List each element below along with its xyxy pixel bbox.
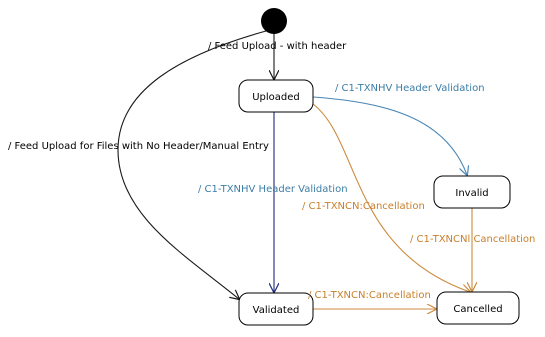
- label-header-validation-to-invalid: / C1-TXNHV Header Validation: [335, 83, 485, 94]
- label-cancellation-from-invalid: / C1-TXNCNl Cancellation: [410, 234, 535, 245]
- label-feed-upload-no-header: / Feed Upload for Files with No Header/M…: [8, 141, 269, 152]
- state-cancelled-label: Cancelled: [453, 304, 502, 315]
- label-feed-upload-with-header: / Feed Upload - with header: [208, 41, 347, 52]
- state-invalid[interactable]: Invalid: [433, 175, 511, 209]
- initial-state-dot: [261, 8, 287, 34]
- state-invalid-label: Invalid: [455, 188, 488, 199]
- edge-uploaded-to-invalid: [312, 96, 467, 175]
- edge-initial-to-validated: [117, 30, 267, 299]
- state-validated[interactable]: Validated: [238, 292, 314, 326]
- label-cancellation-from-uploaded: / C1-TXNCN:Cancellation: [302, 201, 425, 212]
- state-cancelled[interactable]: Cancelled: [436, 291, 520, 325]
- label-cancellation-from-validated: / C1-TXNCN:Cancellation: [308, 290, 431, 301]
- state-validated-label: Validated: [253, 305, 300, 316]
- edge-uploaded-to-cancelled: [312, 103, 470, 292]
- state-uploaded[interactable]: Uploaded: [238, 79, 314, 113]
- label-header-validation-to-validated: / C1-TXNHV Header Validation: [198, 184, 348, 195]
- state-uploaded-label: Uploaded: [252, 92, 300, 103]
